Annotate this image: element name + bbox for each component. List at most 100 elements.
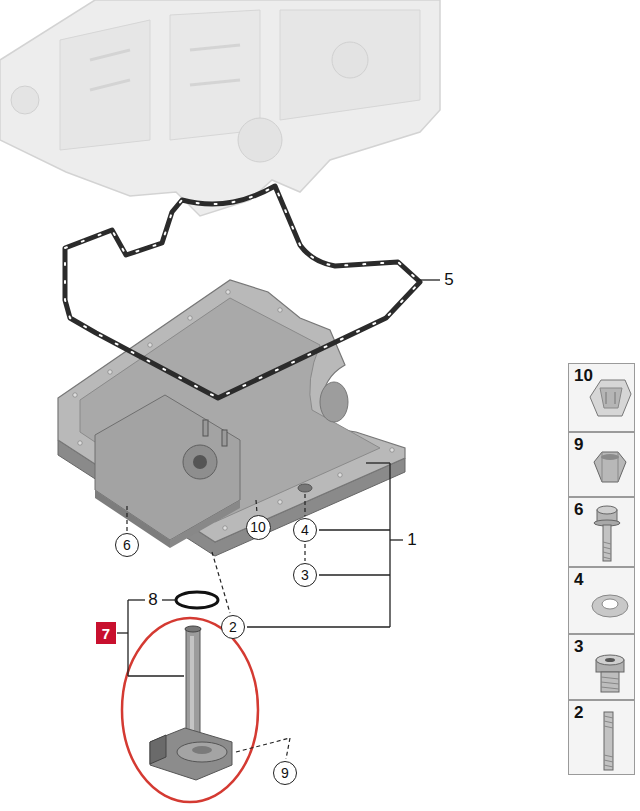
callout-circle: 9: [273, 761, 297, 785]
oil-level-sensor-shape: [190, 636, 194, 731]
gasket: [65, 186, 420, 398]
part-icons-shape: [601, 672, 619, 692]
leader-lines-shape: [117, 632, 128, 633]
oil-pan-shape-shape: [188, 316, 192, 320]
part-icon-cell: 2: [568, 700, 635, 775]
part-icons-shape: [603, 525, 611, 561]
part-icons-shape-shape: [603, 542, 611, 544]
engine-block-shape: [11, 86, 39, 114]
oil-pan-shape-shape: [278, 308, 282, 312]
part-icons-shape: [600, 388, 622, 408]
oil-pan-shape-shape: [226, 290, 230, 294]
oil-pan-shape-shape: [338, 473, 342, 477]
callout-number: 4: [301, 523, 309, 537]
oil-pan-shape-shape: [278, 500, 282, 504]
engine-block-shape: [170, 10, 260, 140]
oil-level-sensor-shape: [177, 742, 227, 762]
part-icons-shape: [590, 380, 631, 416]
engine-block-shape: [90, 50, 130, 60]
leader-lines-shape: [127, 600, 128, 676]
o-ring: [176, 592, 218, 608]
part-icons-shape-shape: [603, 557, 611, 559]
engine-block-shape: [60, 20, 150, 150]
part-icons-shape: [597, 506, 617, 514]
part-icons-shape: [604, 712, 613, 770]
part-icons-shape: [604, 716, 613, 767]
oil-level-sensor-shape: [150, 735, 166, 764]
part-icon-cell: 9: [568, 432, 635, 497]
leader-lines-shape: [162, 599, 176, 600]
engine-block-shape: [332, 42, 368, 78]
part-icons-shape-shape: [601, 677, 619, 679]
part-icon-cell: 3: [568, 634, 635, 700]
part-icons-shape-shape: [604, 765, 613, 767]
callout-number: 6: [123, 538, 131, 552]
part-icons: [568, 363, 635, 775]
oil-level-sensor-shape: [192, 746, 212, 754]
part-icons-shape: [596, 655, 624, 665]
callout-number: 3: [301, 568, 309, 582]
oil-pan-shape-shape: [108, 370, 112, 374]
part-icons-shape: [602, 452, 603, 482]
oil-level-sensor-shape: [185, 626, 201, 632]
oil-pan-shape: [298, 484, 312, 492]
highlighted-callout: 7: [96, 622, 116, 644]
callout-number: 8: [148, 591, 157, 610]
oil-level-sensor-shape: [150, 728, 232, 780]
part-icons-shape: [594, 452, 626, 482]
callout-circle: 4: [293, 518, 317, 542]
part-icons-shape: [592, 595, 628, 617]
part-icon-cell: 4: [568, 567, 635, 634]
engine-block-shape: [0, 0, 440, 216]
oil-pan: [58, 280, 405, 556]
engine-block-shape: [238, 118, 282, 162]
part-icons-shape-shape: [601, 687, 619, 689]
part-icons-shape: [618, 452, 619, 482]
part-icon-cell: 6: [568, 497, 635, 567]
callout-circle: 6: [115, 533, 139, 557]
leader-lines-shape: [390, 539, 403, 540]
oil-pan-shape-shape: [73, 393, 77, 397]
callout-circle: 3: [293, 563, 317, 587]
part-icons-shape: [601, 677, 619, 689]
leader-lines-shape: [417, 279, 440, 280]
part-icons-shape-shape: [604, 716, 613, 718]
callout-number: 2: [229, 620, 237, 634]
dashed-leaders-shape: [126, 506, 127, 531]
part-icons-shape-shape: [604, 726, 613, 728]
gasket-shape: [65, 186, 420, 398]
callout-number: 9: [574, 436, 583, 455]
oil-level-sensor-shape: [186, 628, 200, 734]
dashed-leaders-shape: [304, 494, 305, 516]
oil-pan-shape: [183, 445, 217, 479]
part-icons-shape: [602, 599, 618, 609]
leader-lines-shape: [319, 529, 390, 530]
callout-number: 6: [574, 501, 583, 520]
callout-number: 10: [574, 367, 593, 386]
callout-number: 1: [407, 531, 416, 550]
dashed-leaders-shape: [236, 738, 290, 752]
oil-level-sensor: [150, 626, 232, 780]
part-icons-shape: [615, 392, 616, 404]
leader-lines-shape: [247, 626, 390, 627]
part-icons-shape-shape: [604, 755, 613, 757]
leader-lines-shape: [128, 675, 184, 676]
oil-pan-shape: [320, 382, 348, 422]
callout-number: 4: [574, 571, 583, 590]
engine-block: [0, 0, 440, 216]
leader-lines-shape: [366, 462, 390, 463]
engine-block-shape: [280, 10, 420, 120]
dashed-leaders-shape: [286, 738, 290, 759]
callout-number: 10: [250, 520, 266, 534]
engine-block-shape: [190, 80, 240, 85]
leader-lines-shape: [128, 599, 145, 600]
part-icon-cell: 10: [568, 363, 635, 432]
oil-pan-shape-shape: [78, 441, 82, 445]
engine-block-shape: [190, 45, 240, 50]
callout-number: 3: [574, 638, 583, 657]
part-icons-shape: [605, 658, 615, 662]
part-icons-shape-shape: [604, 760, 613, 762]
leader-lines-shape: [319, 574, 390, 575]
